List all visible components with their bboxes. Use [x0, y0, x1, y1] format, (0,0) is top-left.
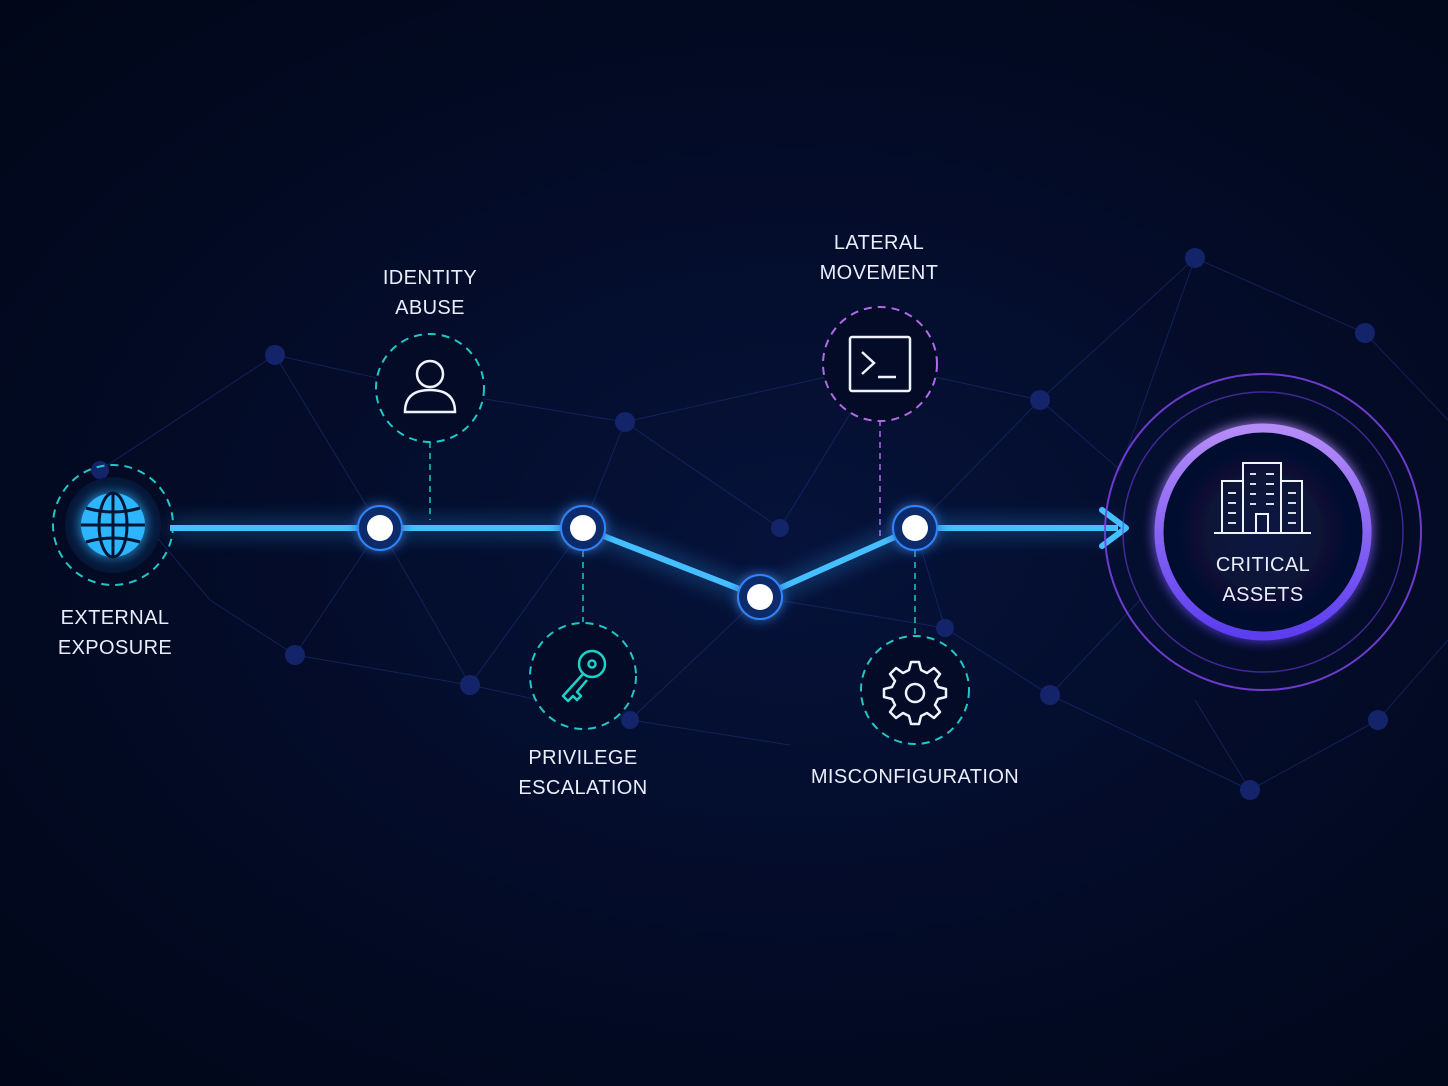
network-mesh [99, 257, 1448, 791]
junction-node [737, 574, 783, 620]
privilege-escalation-node [529, 540, 637, 730]
junction-node [560, 505, 606, 551]
lateral-movement-label: LATERAL MOVEMENT [819, 232, 939, 284]
key-icon [561, 649, 607, 703]
arrow-head-icon [1099, 507, 1129, 549]
misconfiguration-node [860, 540, 970, 745]
junction-node [892, 505, 938, 551]
user-icon [403, 359, 457, 414]
identity-abuse-node [375, 333, 485, 520]
identity-abuse-label: IDENTITY ABUSE [382, 267, 478, 319]
privilege-escalation-label: PRIVILEGE ESCALATION [518, 747, 648, 799]
external-exposure-label: EXTERNAL EXPOSURE [57, 607, 173, 659]
globe-icon [81, 491, 145, 559]
gear-icon [882, 660, 948, 726]
misconfiguration-label: MISCONFIGURATION [810, 766, 1020, 788]
path-junctions [357, 505, 938, 620]
external-exposure-node [52, 464, 174, 586]
building-icon [1214, 462, 1311, 534]
critical-assets-label: CRITICAL ASSETS [1215, 554, 1311, 606]
critical-assets-node [1104, 373, 1422, 691]
lateral-movement-node [822, 306, 938, 540]
attack-path [170, 507, 1129, 605]
terminal-icon [848, 335, 912, 393]
junction-node [357, 505, 403, 551]
network-nodes [91, 248, 1388, 800]
